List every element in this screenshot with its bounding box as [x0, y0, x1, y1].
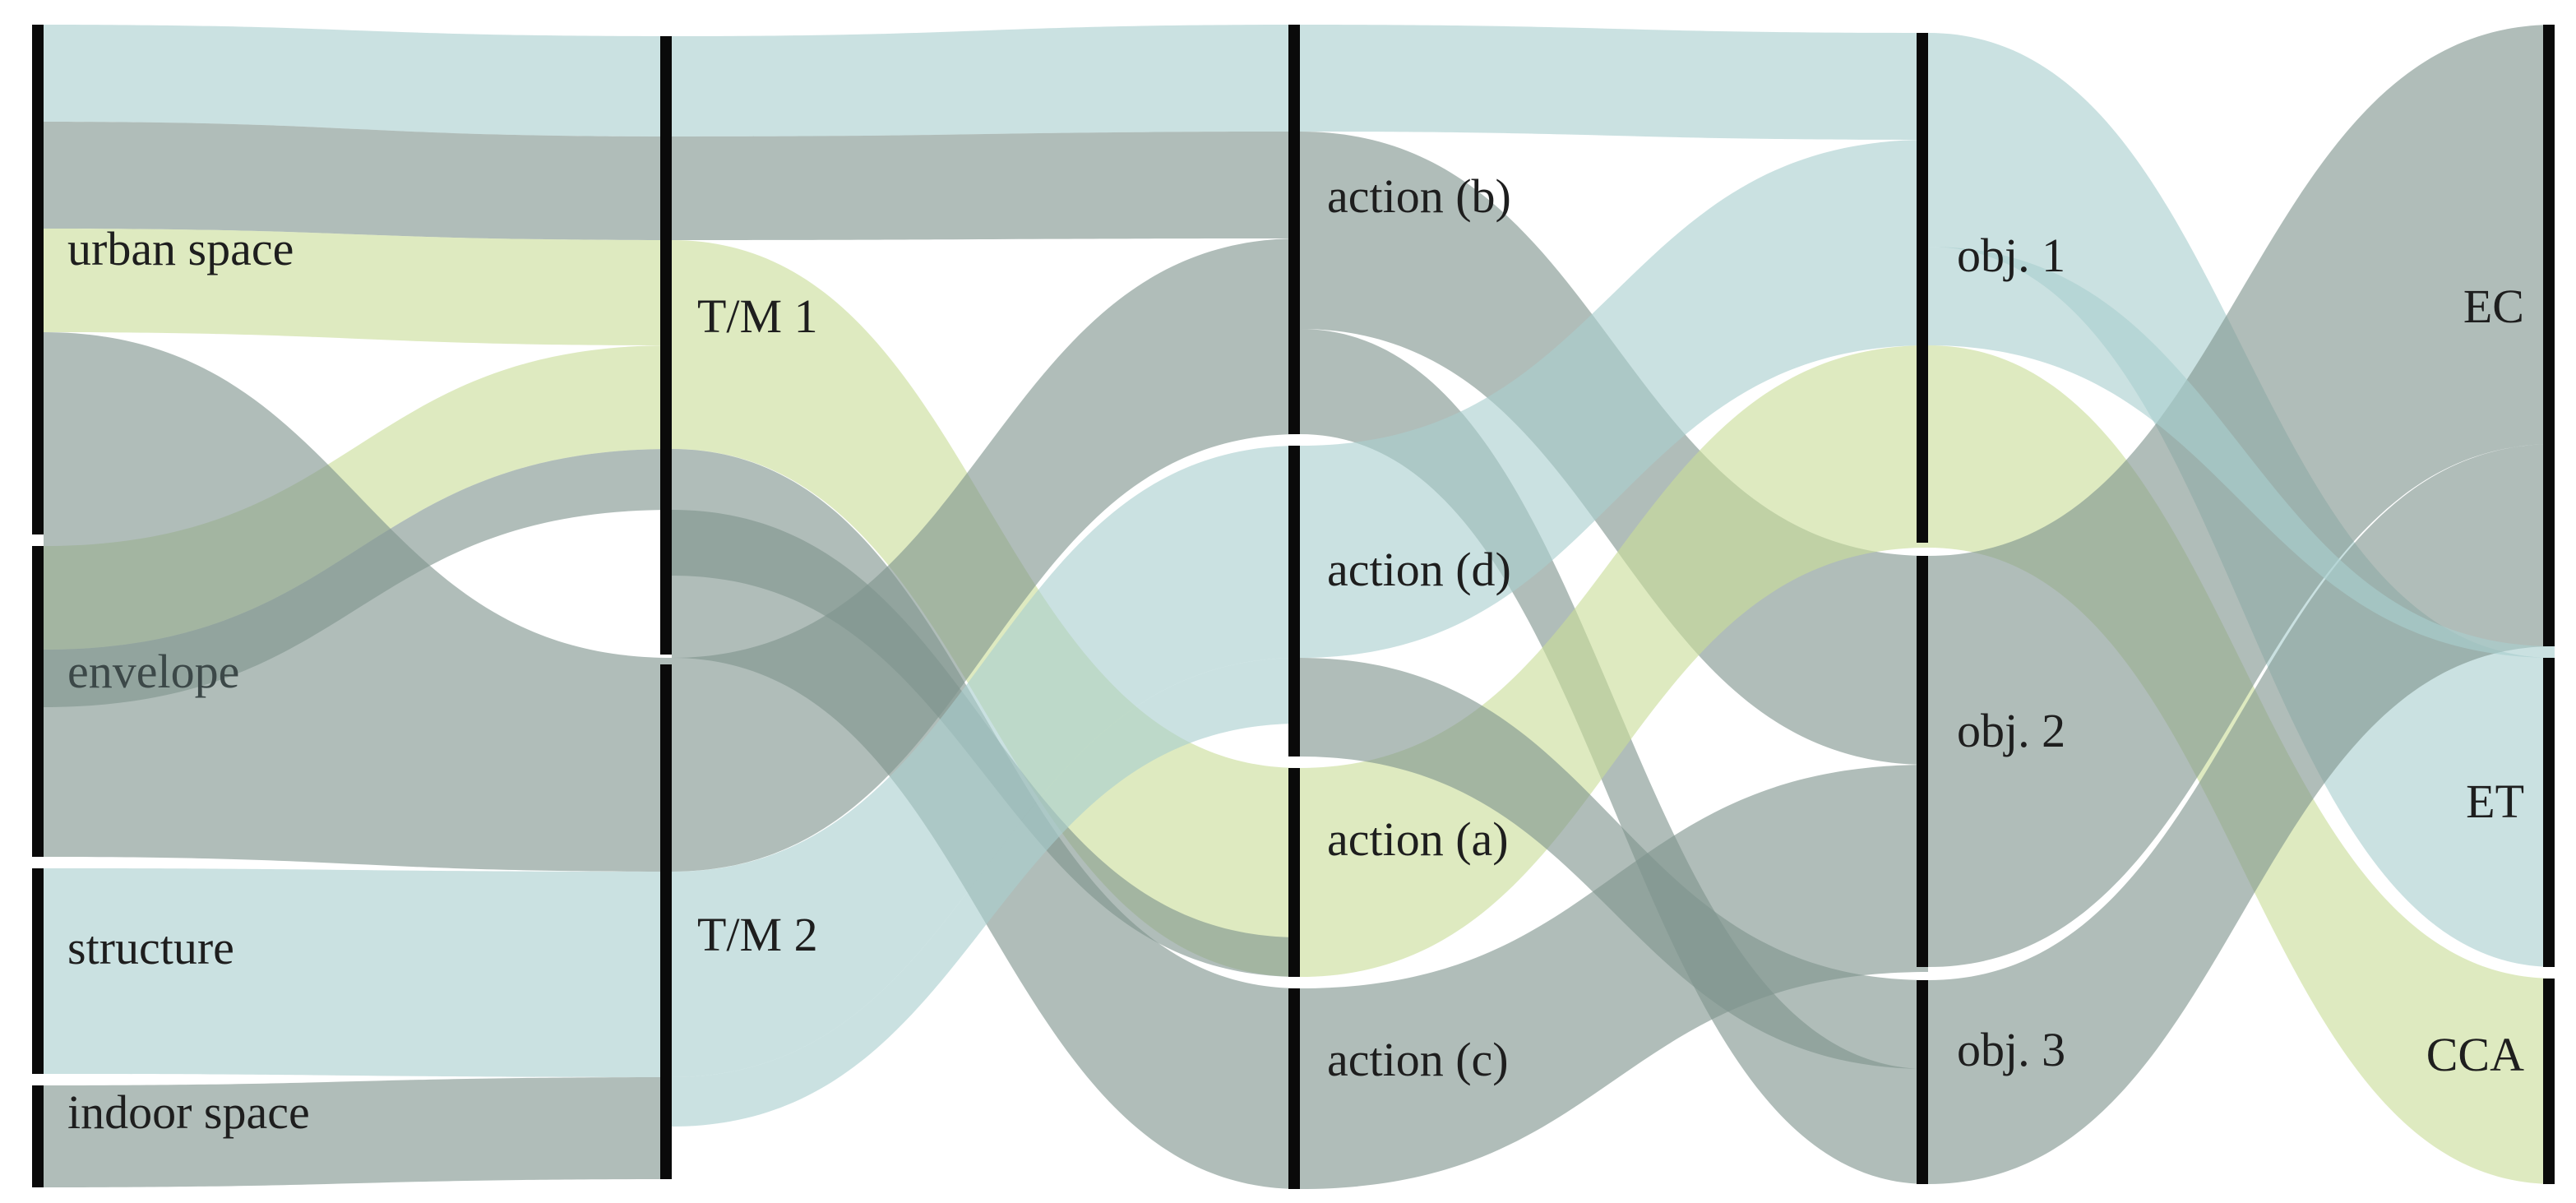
flow-tm2-to-ab: [672, 238, 1300, 872]
node-bar-col3-10: [1917, 33, 1928, 543]
flow-tm1-to-aTop: [672, 25, 1300, 136]
flow-aTop-to-o1: [1300, 25, 1928, 140]
node-label-o3: obj. 3: [1957, 1023, 2065, 1076]
flow-aa-to-o1: [1300, 345, 1928, 977]
node-label-et: ET: [2466, 775, 2524, 828]
node-label-ind: indoor space: [67, 1085, 310, 1139]
node-bar-col4-13: [2543, 25, 2555, 646]
node-label-env: envelope: [67, 645, 239, 698]
flow-grey0-to-tm1: [44, 122, 672, 240]
flow-ac-to-o2: [1300, 765, 1928, 1189]
node-labels-layer: urban space envelope structure indoor space…: [67, 169, 2524, 1139]
node-bar-col3-12: [1917, 980, 1928, 1184]
flow-tm2-to-ad: [672, 446, 1300, 1077]
flow-env-to-tm2: [44, 332, 672, 872]
node-bars-layer: [32, 25, 2555, 1189]
node-label-o1: obj. 1: [1957, 229, 2065, 282]
flow-ad-to-o1: [1300, 140, 1928, 658]
flow-us-to-tm1: [44, 229, 672, 345]
flow-str-to-tm2: [44, 868, 672, 1077]
node-bar-col3-11: [1917, 556, 1928, 967]
flows-layer: [44, 25, 2555, 1189]
flow-o1-to-ec: [1928, 247, 2555, 658]
node-label-aa: action (a): [1327, 812, 1509, 866]
flow-tm2-to-aa: [672, 658, 1300, 1127]
node-label-ad: action (d): [1327, 543, 1511, 596]
node-bar-col2-6: [1288, 25, 1300, 434]
node-label-ab: action (b): [1327, 169, 1511, 223]
node-bar-col2-8: [1288, 768, 1300, 977]
node-bar-col1-4: [660, 36, 672, 655]
node-bar-col0-0: [32, 25, 44, 534]
flow-teal0-to-tm1: [44, 25, 672, 136]
node-label-ac: action (c): [1327, 1033, 1509, 1086]
node-label-us: urban space: [67, 222, 294, 275]
node-bar-col2-9: [1288, 988, 1300, 1189]
node-label-ec: EC: [2463, 280, 2524, 333]
node-bar-col2-7: [1288, 446, 1300, 757]
node-bar-col4-14: [2543, 658, 2555, 967]
node-bar-col0-2: [32, 868, 44, 1074]
node-label-str: structure: [67, 921, 234, 974]
node-label-tm2: T/M 2: [697, 908, 818, 961]
flow-ind-to-tm2: [44, 1077, 672, 1187]
node-label-o2: obj. 2: [1957, 704, 2065, 757]
node-bar-col0-1: [32, 546, 44, 857]
flow-tm1-to-ab: [672, 132, 1300, 240]
node-bar-col1-5: [660, 664, 672, 1179]
node-bar-col0-3: [32, 1085, 44, 1187]
node-label-cca: CCA: [2426, 1028, 2524, 1081]
node-bar-col4-15: [2543, 979, 2555, 1184]
node-label-tm1: T/M 1: [697, 289, 818, 343]
flow-o3-to-ec: [1928, 444, 2555, 1184]
